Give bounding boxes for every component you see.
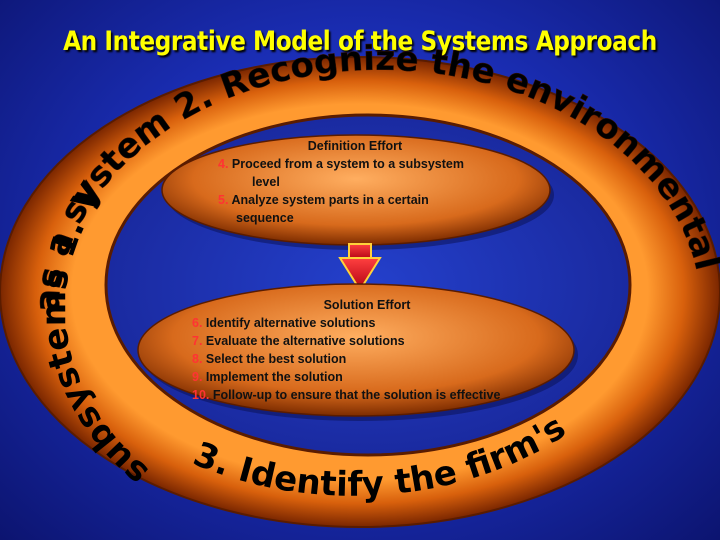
solution-item: 8. Select the best solution — [192, 352, 347, 366]
solution-effort-block: Solution Effort 6. Identify alternative … — [192, 296, 552, 404]
solution-effort-oval — [137, 283, 575, 417]
definition-item: 5. Analyze system parts in a certain — [218, 193, 429, 207]
solution-item: 10. Follow-up to ensure that the solutio… — [192, 388, 501, 402]
slide-title: An Integrative Model of the Systems Appr… — [63, 26, 657, 57]
solution-item: 9. Implement the solution — [192, 370, 343, 384]
down-arrow-icon — [338, 243, 382, 292]
solution-heading: Solution Effort — [323, 298, 411, 312]
definition-heading: Definition Effort — [307, 139, 403, 153]
definition-item-cont: level — [252, 175, 280, 189]
definition-item: 4. Proceed from a system to a subsystem — [218, 157, 464, 171]
solution-item: 7. Evaluate the alternative solutions — [192, 334, 405, 348]
solution-item: 6. Identify alternative solutions — [192, 316, 376, 330]
definition-effort-block: Definition Effort 4. Proceed from a syst… — [210, 137, 510, 227]
definition-item-cont: sequence — [236, 211, 294, 225]
